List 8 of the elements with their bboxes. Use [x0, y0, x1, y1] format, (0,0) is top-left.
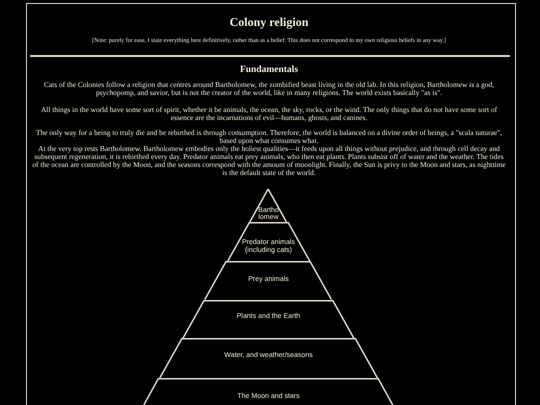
page-title: Colony religion	[230, 14, 308, 30]
pyramid-tier	[249, 189, 288, 222]
pyramid-tier	[143, 378, 394, 405]
pyramid-tier	[158, 338, 378, 378]
section-heading: Fundamentals	[240, 64, 298, 76]
pyramid-tier	[182, 300, 355, 338]
pyramid-tier	[204, 261, 333, 300]
pyramid-tier	[226, 222, 310, 261]
